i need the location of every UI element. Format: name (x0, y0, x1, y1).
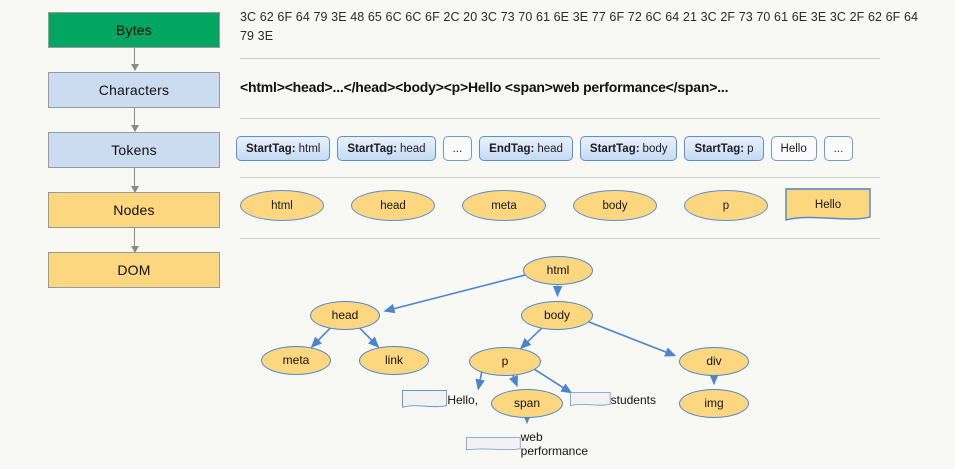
dom-node-head: head (310, 300, 380, 330)
dom-node-img: img (679, 388, 749, 418)
characters-markup-text: <html><head>...</head><body><p>Hello <sp… (240, 79, 729, 95)
node-label: html (271, 199, 293, 212)
dom-node-label: web performance (520, 430, 589, 458)
row-separator (240, 177, 880, 178)
pipeline-arrow-nodes-dom (130, 228, 139, 253)
node-ellipse: head (351, 190, 435, 221)
token-key: StartTag: (694, 142, 745, 155)
node-ellipse: p (684, 190, 768, 221)
token-value: ... (833, 142, 844, 155)
token-pill: EndTag:head (479, 136, 573, 161)
dom-node-label: html (546, 263, 570, 277)
node-label: head (380, 199, 406, 212)
bytes-hex-text: 3C 62 6F 64 79 3E 48 65 6C 6C 6F 2C 20 3… (240, 10, 919, 43)
token-pill: StartTag:head (337, 136, 436, 161)
dom-node-label: link (384, 353, 403, 367)
dom-node-label: students (610, 393, 656, 407)
pipeline-step-label: Tokens (111, 142, 157, 158)
token-pill: StartTag:p (684, 136, 764, 161)
node-ellipse: html (240, 190, 324, 221)
token-key: StartTag: (246, 142, 296, 155)
node-text-box: Hello (785, 188, 871, 224)
row-separator (240, 118, 880, 119)
dom-node-label: Hello, (447, 393, 478, 407)
dom-edge-head-link (356, 324, 380, 348)
dom-edge-html-head (383, 272, 533, 314)
dom-node-html: html (523, 255, 593, 285)
pipeline-step-characters: Characters (48, 72, 220, 108)
token-value: body (642, 142, 668, 155)
dom-text-node-webperf: web performance (466, 428, 588, 461)
pipeline-step-label: DOM (117, 262, 151, 278)
pipeline-arrow-bytes-characters (130, 48, 139, 71)
token-value: html (298, 142, 321, 155)
token-pill: ... (442, 136, 473, 161)
node-ellipse: body (573, 190, 657, 221)
token-value: p (747, 142, 754, 155)
node-label: p (722, 199, 730, 212)
token-value: ... (452, 142, 463, 155)
pipeline-step-label: Nodes (113, 202, 155, 218)
node-label: meta (491, 199, 517, 212)
token-key: EndTag: (489, 142, 535, 155)
token-pill: StartTag:body (579, 136, 678, 161)
pipeline-step-label: Characters (98, 82, 170, 98)
node-ellipse: meta (462, 190, 546, 221)
row-separator (240, 238, 880, 239)
token-key: StartTag: (589, 142, 640, 155)
pipeline-step-dom: DOM (48, 252, 220, 288)
pipeline-arrow-tokens-nodes (130, 168, 139, 193)
pipeline-step-tokens: Tokens (48, 132, 220, 168)
token-pill: StartTag:html (236, 136, 331, 161)
token-key: StartTag: (347, 142, 397, 155)
token-value: head (399, 142, 426, 155)
dom-node-label: span (513, 396, 541, 410)
token-pill: Hello (770, 136, 817, 161)
dom-node-label: div (706, 354, 722, 368)
dom-node-span: span (491, 388, 563, 418)
pipeline-step-nodes: Nodes (48, 192, 220, 228)
pipeline-step-label: Bytes (115, 22, 152, 38)
dom-node-label: meta (282, 353, 310, 367)
token-pill: ... (823, 136, 854, 161)
pipeline-step-bytes: Bytes (48, 12, 220, 48)
dom-text-node-hello: Hello, (402, 384, 478, 417)
dom-node-label: img (704, 396, 724, 410)
token-value: Hello (780, 142, 807, 155)
dom-node-body: body (521, 300, 593, 330)
node-label: Hello (814, 198, 842, 211)
dom-node-label: body (543, 308, 571, 322)
dom-edge-body-div (582, 318, 677, 357)
dom-node-link: link (359, 345, 429, 375)
dom-node-meta: meta (261, 345, 331, 375)
node-label: body (602, 199, 628, 212)
dom-node-div: div (679, 346, 749, 376)
dom-node-label: head (331, 308, 359, 322)
dom-node-label: p (501, 354, 509, 368)
row-separator (240, 58, 880, 59)
dom-edge-p-span (509, 374, 518, 388)
pipeline-arrow-characters-tokens (130, 108, 139, 132)
token-value: head (537, 142, 563, 155)
dom-node-p: p (469, 346, 541, 376)
dom-text-node-students: students (570, 384, 656, 417)
